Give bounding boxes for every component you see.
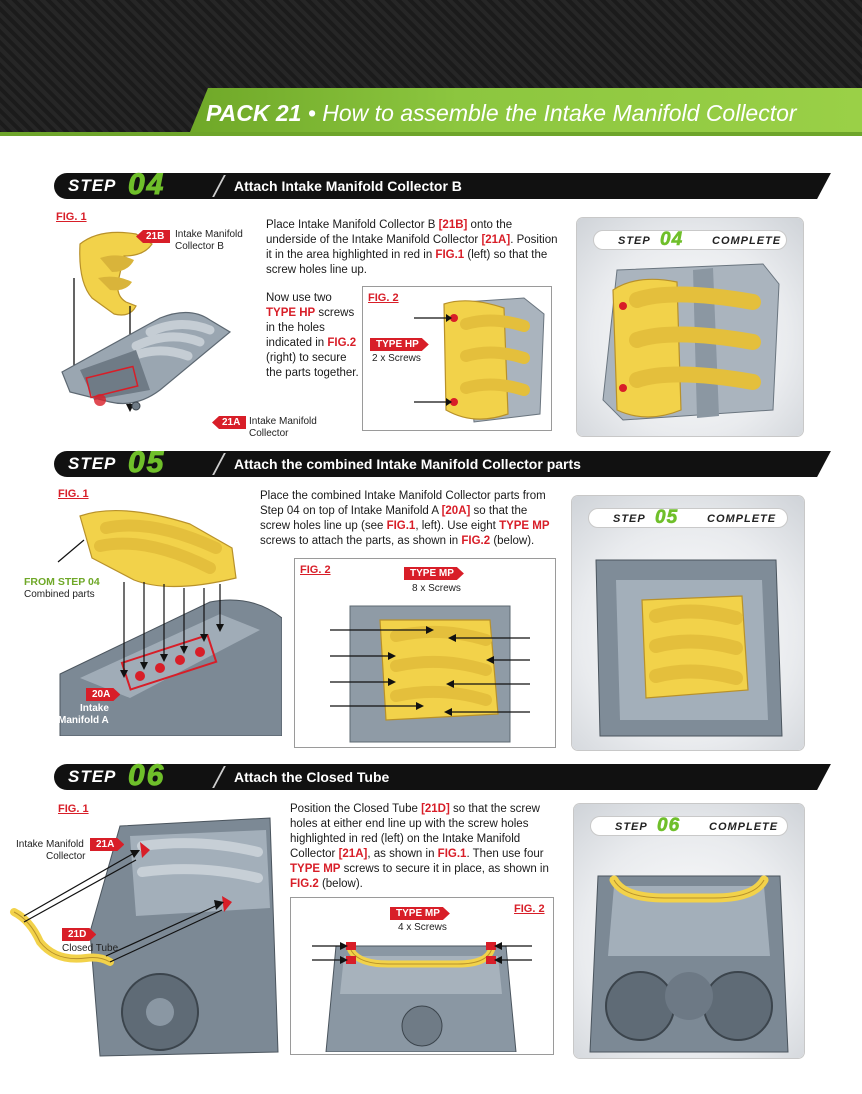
step-04-fig1-illustration <box>61 231 232 412</box>
step-04-fig1-label: FIG. 1 <box>56 211 87 223</box>
header-strip <box>0 132 862 136</box>
step-number: 04 <box>128 168 166 201</box>
step-05-fig1-label: FIG. 1 <box>58 488 89 500</box>
step-05-screw-count: 8 x Screws <box>412 583 461 594</box>
header-title-band <box>190 88 862 132</box>
step-05-fig1-illustration <box>57 509 282 736</box>
step-04-fig2-label: FIG. 2 <box>368 292 399 304</box>
step-word: STEP <box>68 767 117 786</box>
step-04-caption-21a-line2: Collector <box>249 428 289 439</box>
step-06-fig2-label: FIG. 2 <box>514 903 545 915</box>
step-04-screw-instructions: Now use two TYPE HP screws in the holes … <box>266 292 359 379</box>
step-04-fig2-illustration <box>414 297 545 423</box>
step-06-screw-type: TYPE MP <box>390 907 450 920</box>
step-word: STEP <box>68 176 117 195</box>
step-number: 05 <box>128 446 166 479</box>
step-04-tag-21a: 21A <box>212 416 247 429</box>
step-05-fig2-label: FIG. 2 <box>300 564 331 576</box>
title-text: How to assemble the Intake Manifold Coll… <box>322 100 797 126</box>
step-06-complete-illustration <box>589 875 789 1053</box>
step-06-fig1-illustration <box>10 817 279 1057</box>
step-04-complete-badge: STEP 04 COMPLETE <box>593 229 787 250</box>
part-21b-collector-b <box>79 231 153 316</box>
step-number: 06 <box>128 759 166 792</box>
step-05-screw-type: TYPE MP <box>404 567 464 580</box>
step-06-complete-badge: STEP 06 COMPLETE <box>590 815 788 836</box>
step-word: STEP <box>68 454 117 473</box>
step-05-fig2-illustration <box>330 605 530 743</box>
step-06-bar: STEP 06 Attach the Closed Tube <box>54 759 812 792</box>
step-06-screw-count: 4 x Screws <box>398 922 447 933</box>
step-06-instructions: Position the Closed Tube [21D] so that t… <box>290 803 549 890</box>
step-05-caption-20a-line2: Manifold A <box>58 715 109 726</box>
pack-number: PACK 21 <box>206 100 302 126</box>
step-05-complete-badge: STEP 05 COMPLETE <box>588 507 788 528</box>
step-divider <box>212 766 226 788</box>
step-04-complete-illustration <box>602 263 780 421</box>
title-separator: • <box>307 100 316 126</box>
step-05-complete-card: STEP 05 COMPLETE <box>572 496 804 750</box>
step-04-screw-count: 2 x Screws <box>372 353 421 364</box>
step-06-complete-card: STEP 06 COMPLETE <box>574 804 804 1058</box>
step-05-tag-20a: 20A <box>86 688 120 701</box>
step-06-caption-21d: Closed Tube <box>62 943 119 954</box>
step-06-fig2-illustration <box>312 942 532 1052</box>
step-06-tag-21a: 21A <box>90 838 124 851</box>
step-05-instructions: Place the combined Intake Manifold Colle… <box>260 490 550 547</box>
step-05-from-step-sub: Combined parts <box>24 589 95 600</box>
step-04-caption-21b-line2: Collector B <box>175 241 224 252</box>
step-divider <box>212 175 226 197</box>
part-21a-manifold <box>61 311 232 411</box>
step-06-fig1-label: FIG. 1 <box>58 803 89 815</box>
step-04-instructions: Place Intake Manifold Collector B [21B] … <box>266 219 558 276</box>
step-title: Attach Intake Manifold Collector B <box>234 178 462 194</box>
step-06-caption-21a-line2: Collector <box>46 851 86 862</box>
step-05-from-step: FROM STEP 04 <box>24 576 100 588</box>
page-title: PACK 21 • How to assemble the Intake Man… <box>206 98 846 128</box>
step-divider <box>212 453 226 475</box>
step-04-bar: STEP 04 Attach Intake Manifold Collector… <box>54 168 812 201</box>
step-04-complete-card: STEP 04 COMPLETE <box>577 218 803 436</box>
step-06-tag-21d: 21D <box>62 928 96 941</box>
step-05-complete-illustration <box>595 559 783 737</box>
step-05-bar: STEP 05 Attach the combined Intake Manif… <box>54 446 812 479</box>
step-06-caption-21a-line1: Intake Manifold <box>16 839 84 850</box>
step-04-caption-21b-line1: Intake Manifold <box>175 229 243 240</box>
step-04-caption-21a-line1: Intake Manifold <box>249 416 317 427</box>
step-05-caption-20a-line1: Intake <box>80 703 109 714</box>
step-title: Attach the Closed Tube <box>234 769 390 785</box>
step-04-screw-type: TYPE HP <box>370 338 429 351</box>
step-title: Attach the combined Intake Manifold Coll… <box>234 456 581 472</box>
step-04-tag-21b: 21B <box>136 230 171 243</box>
